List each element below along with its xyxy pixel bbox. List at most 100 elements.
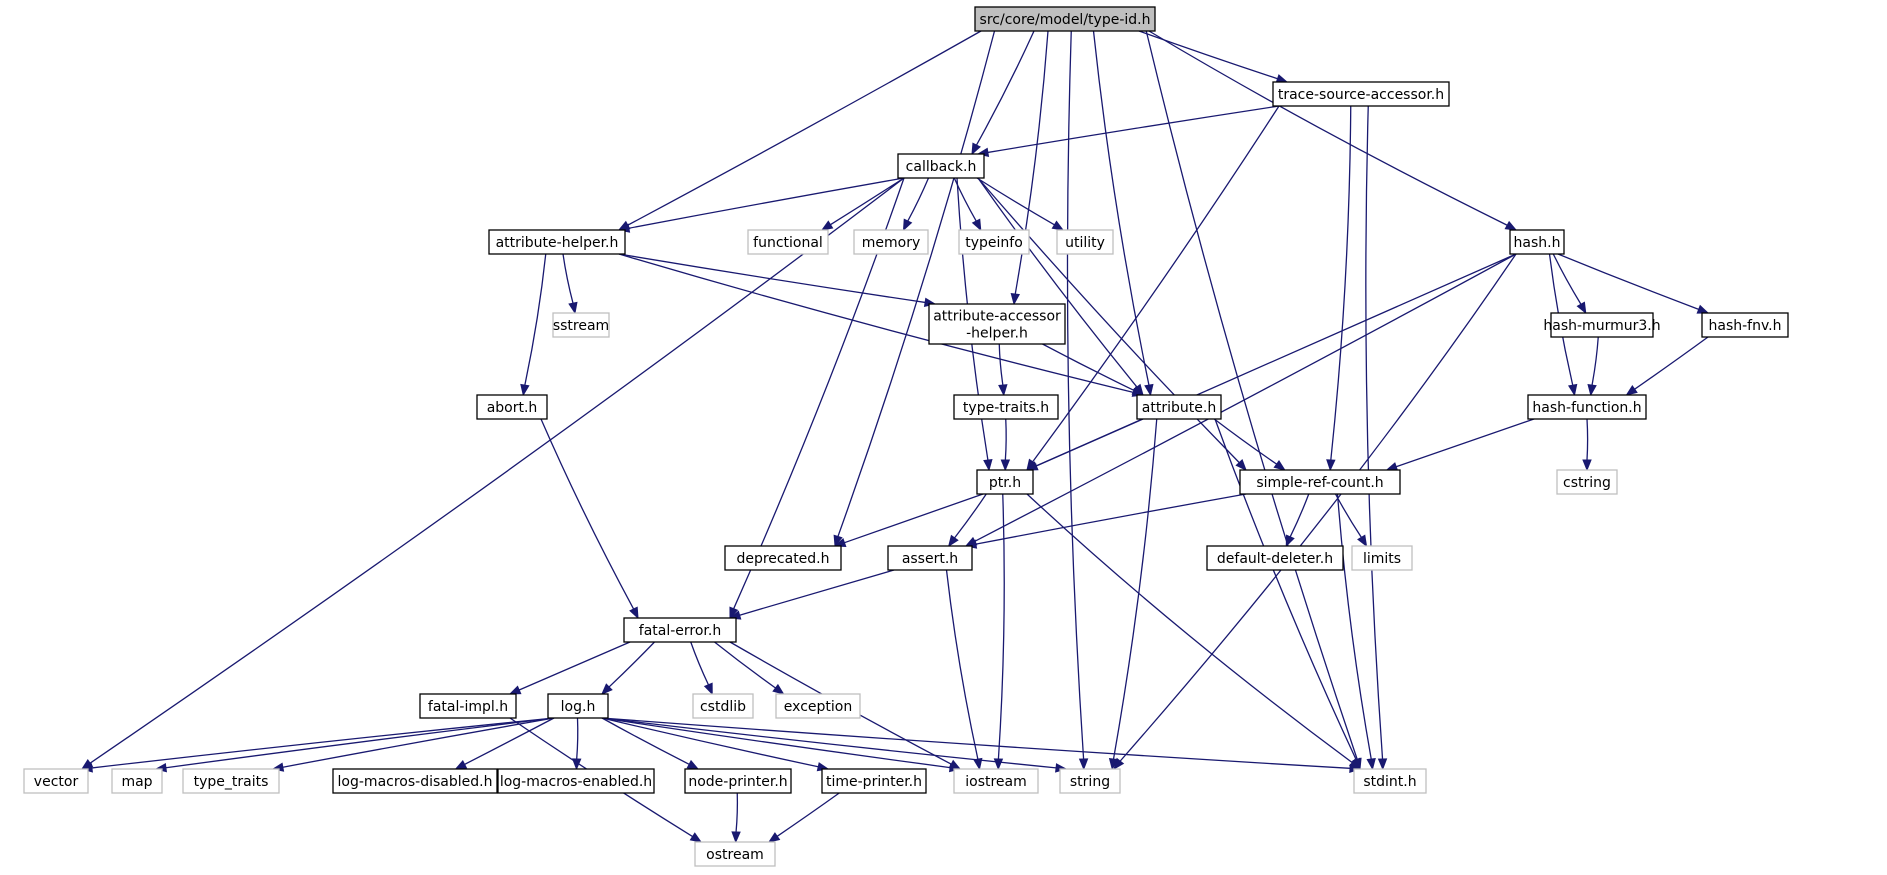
edge-line — [1552, 253, 1582, 305]
edge-hash-function-to-cstring — [1582, 418, 1592, 472]
edge-line — [1014, 30, 1049, 295]
edge-root-to-deprecated — [833, 30, 996, 548]
node-log-macros-disabled[interactable]: log-macros-disabled.h — [332, 768, 498, 794]
node-label: default-deleter.h — [1217, 551, 1333, 567]
node-trace-source-accessor[interactable]: trace-source-accessor.h — [1272, 81, 1450, 107]
node-root[interactable]: src/core/model/type-id.h — [974, 6, 1156, 32]
edge-log-to-log-macros-disabled — [454, 717, 555, 770]
edge-line — [1586, 418, 1589, 461]
arrowhead — [1051, 220, 1065, 231]
node-deprecated[interactable]: deprecated.h — [724, 545, 842, 571]
node-string[interactable]: string — [1059, 768, 1121, 794]
edge-hash-murmur3-to-hash-function — [1587, 336, 1599, 397]
edge-line — [1032, 105, 1280, 463]
node-attribute-accessor-helper[interactable]: attribute-accessor-helper.h — [928, 303, 1066, 345]
node-typeinfo[interactable]: typeinfo — [958, 229, 1030, 255]
edge-line — [1289, 493, 1310, 538]
edge-line — [997, 493, 1005, 760]
node-cstring[interactable]: cstring — [1556, 469, 1618, 495]
node-label: attribute.h — [1142, 400, 1216, 416]
node-fatal-error[interactable]: fatal-error.h — [623, 617, 737, 643]
edge-root-to-string — [1066, 30, 1089, 771]
edge-hash-function-to-simple-ref-count — [1385, 418, 1535, 472]
node-vector[interactable]: vector — [23, 768, 89, 794]
node-label: exception — [784, 699, 852, 715]
node-box — [953, 394, 1059, 420]
node-box — [821, 768, 927, 794]
edge-line — [714, 641, 776, 689]
node-box — [953, 768, 1039, 794]
node-cstdlib[interactable]: cstdlib — [692, 693, 754, 719]
node-limits[interactable]: limits — [1351, 545, 1413, 571]
edge-root-to-callback — [971, 30, 1035, 156]
node-label: fatal-impl.h — [428, 699, 508, 715]
node-simple-ref-count[interactable]: simple-ref-count.h — [1239, 469, 1401, 495]
node-utility[interactable]: utility — [1056, 229, 1114, 255]
node-memory[interactable]: memory — [853, 229, 929, 255]
arrowhead — [1273, 460, 1286, 471]
node-box — [547, 693, 609, 719]
node-attribute[interactable]: attribute.h — [1136, 394, 1222, 420]
edge-line — [601, 717, 1351, 769]
node-fatal-impl[interactable]: fatal-impl.h — [419, 693, 517, 719]
node-label: log-macros-disabled.h — [338, 774, 493, 790]
node-ptr[interactable]: ptr.h — [976, 469, 1034, 495]
node-label: utility — [1065, 235, 1105, 251]
arrowhead — [1576, 301, 1587, 315]
node-default-deleter[interactable]: default-deleter.h — [1206, 545, 1344, 571]
node-label: src/core/model/type-id.h — [980, 12, 1151, 28]
edge-log-to-log-macros-enabled — [571, 717, 582, 771]
edge-line — [998, 343, 1004, 386]
node-time-printer[interactable]: time-printer.h — [821, 768, 927, 794]
node-box — [1701, 312, 1789, 338]
node-map[interactable]: map — [111, 768, 163, 794]
node-hash-fnv[interactable]: hash-fnv.h — [1701, 312, 1789, 338]
node-hash-function[interactable]: hash-function.h — [1527, 394, 1647, 420]
edge-assert-to-iostream — [945, 569, 983, 771]
edge-line — [776, 792, 840, 837]
arrowhead — [568, 301, 578, 315]
node-box — [1239, 469, 1401, 495]
edge-line — [518, 641, 631, 691]
edge-log-to-type-traits — [271, 717, 555, 772]
edge-hash-fnv-to-hash-function — [1625, 336, 1709, 396]
node-ostream[interactable]: ostream — [694, 841, 776, 867]
node-label: simple-ref-count.h — [1256, 475, 1383, 491]
node-functional[interactable]: functional — [747, 229, 829, 255]
node-sstream[interactable]: sstream — [552, 312, 610, 338]
edges-layer — [80, 30, 1710, 844]
node-label: typeinfo — [965, 235, 1023, 251]
node-abort[interactable]: abort.h — [476, 394, 548, 420]
node-exception[interactable]: exception — [775, 693, 861, 719]
edge-line — [601, 717, 951, 769]
node-type-traits[interactable]: type_traits — [182, 768, 280, 794]
node-assert[interactable]: assert.h — [887, 545, 973, 571]
edge-trace-source-accessor-to-simple-ref-count — [1326, 105, 1352, 472]
node-iostream[interactable]: iostream — [953, 768, 1039, 794]
node-log-macros-enabled[interactable]: log-macros-enabled.h — [497, 768, 655, 794]
node-attribute-helper[interactable]: attribute-helper.h — [488, 229, 626, 255]
node-box — [497, 768, 655, 794]
arrowhead — [1568, 383, 1578, 397]
node-stdint[interactable]: stdint.h — [1353, 768, 1427, 794]
edge-line — [690, 641, 710, 686]
edge-log-to-iostream — [601, 717, 962, 773]
edge-fatal-error-to-fatal-impl — [508, 641, 631, 695]
node-label: assert.h — [902, 551, 958, 567]
node-box — [958, 229, 1030, 255]
node-label: ptr.h — [989, 475, 1021, 491]
edge-line — [1145, 30, 1358, 760]
node-callback[interactable]: callback.h — [897, 153, 985, 179]
node-label: time-printer.h — [826, 774, 922, 790]
node-hash[interactable]: hash.h — [1509, 229, 1565, 255]
node-hash-murmur3[interactable]: hash-murmur3.h — [1543, 312, 1661, 338]
node-node-printer[interactable]: node-printer.h — [684, 768, 792, 794]
edge-line — [524, 253, 547, 386]
node-label: node-printer.h — [688, 774, 787, 790]
arrowhead — [1504, 220, 1518, 231]
arrowhead — [629, 606, 639, 620]
node-label: cstdlib — [700, 699, 746, 715]
edge-line — [464, 717, 555, 765]
node-log[interactable]: log.h — [547, 693, 609, 719]
node-type-traits-h[interactable]: type-traits.h — [953, 394, 1059, 420]
